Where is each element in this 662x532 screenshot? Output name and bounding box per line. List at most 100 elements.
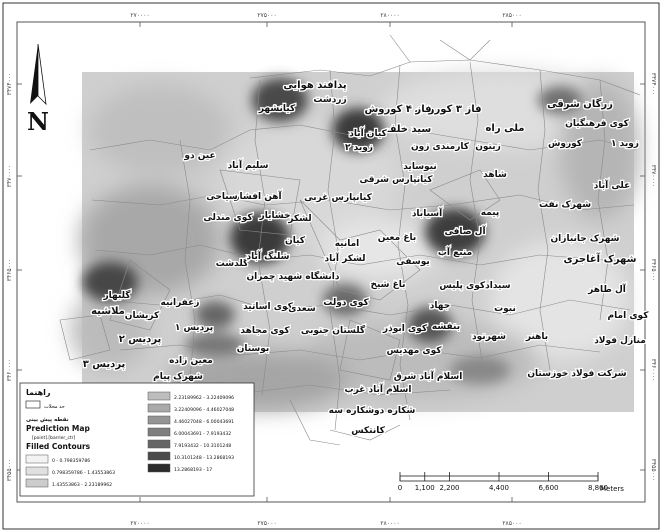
legend-class-swatch [147, 427, 171, 437]
legend-class-range: 4.46027048 - 6.00043691 [174, 419, 234, 425]
scale-tick-label: 4,400 [489, 484, 509, 492]
place-label: ملاشیه [91, 306, 125, 317]
bottom-tick-label: ۲۷۰۰۰۰ [130, 520, 149, 527]
legend-class-range: 0 - 0.798359786 [52, 458, 90, 464]
legend-classes: 0 - 0.798359786 0.798359786 - 1.43553863 1… [25, 391, 234, 488]
place-label: خشایار [259, 211, 291, 221]
place-label: سیاحی [206, 192, 238, 202]
legend-class-range: 2.23189962 - 3.22409096 [174, 395, 234, 401]
place-label: کیان [285, 236, 306, 246]
bottom-tick-label: ۲۸۰۰۰۰ [380, 520, 399, 527]
place-label: کیانپارس غربی [304, 193, 372, 203]
legend-box [19, 382, 255, 497]
place-label: کوی دولت [323, 298, 369, 308]
place-label: کیان آباد [349, 127, 387, 139]
place-label: کوی امام [608, 311, 650, 321]
scale-tick-label: 1,100 [415, 484, 435, 492]
place-label: کوی اساتید [243, 302, 294, 312]
place-label: جهاد [430, 301, 450, 311]
place-label: گلستان جنوبی [301, 324, 366, 336]
place-label: علی آباد [594, 179, 631, 191]
scale-tick-label: 2,200 [439, 484, 459, 492]
place-label: ملی راه [486, 123, 525, 134]
place-label: شهرک آغاجری [564, 252, 637, 265]
place-label: یوسفی [396, 257, 429, 267]
place-label: کریشان [125, 311, 160, 321]
place-label: زعفرانیه [160, 298, 199, 308]
place-label: نیوساید [403, 162, 437, 172]
place-label: دانشگاه شهید چمران [247, 270, 340, 282]
legend-class-range: 3.22409096 - 4.46027048 [174, 407, 234, 413]
place-label: سعدی [288, 304, 316, 314]
place-label: لشکر آباد [325, 252, 366, 264]
place-label: کوی مجاهد [240, 326, 290, 336]
left-tick-label: ۳۴۵۵۰۰۰ [6, 459, 13, 482]
place-label: سیدادکوی پلیس [439, 281, 510, 291]
place-label: شهرک پیام [153, 372, 203, 382]
left-tick-label: ۳۴۶۵۰۰۰ [6, 259, 13, 282]
legend-class-range: 0.798359786 - 1.43553863 [52, 470, 115, 476]
place-label: کوی ابوذر [382, 324, 428, 334]
place-label: سید خلف [385, 124, 432, 135]
legend-class-range: 13.2868193 - 17 [174, 467, 212, 473]
place-label: فاز ۴ کوروش [365, 104, 432, 115]
legend-class-range: 7.9193432 - 10.3101248 [174, 443, 231, 449]
legend-class-swatch [147, 463, 171, 473]
scale-tick-label: 8,800 [588, 484, 608, 492]
legend-title: راهنما [26, 388, 51, 397]
place-label: کارمندی زون [411, 142, 470, 152]
legend-class-swatch [147, 403, 171, 413]
place-label: گلبهار [102, 289, 131, 301]
place-label: منبع آب [438, 246, 472, 258]
right-tick-label: ۳۴۵۵۰۰۰ [650, 459, 657, 482]
place-label: آل طاهر [587, 283, 627, 295]
filled-contours-label: Filled Contours [26, 442, 91, 451]
legend-class-range: 6.00043691 - 7.9193432 [174, 431, 231, 437]
place-label: زرگان شرقی [547, 97, 613, 110]
place-label: پیمه [481, 208, 500, 218]
top-tick-label: ۲۸۰۰۰۰ [380, 12, 399, 19]
place-label: زیتون [475, 142, 501, 152]
place-label: کوی مندلی [203, 213, 253, 223]
top-tick-label: ۲۷۰۰۰۰ [130, 12, 149, 19]
place-label: گلدشت [216, 257, 249, 269]
boundary-label: حد محلات [44, 404, 65, 410]
right-tick-label: ۳۴۷۴۰۰۰ [650, 73, 657, 96]
place-label: منازل فولاد [594, 336, 646, 346]
place-label: کوی فرهنگیان [565, 117, 629, 129]
place-label: باهنر [525, 332, 548, 342]
place-label: کوروش [548, 139, 583, 149]
prediction-sub-label: [point].[barrier_ctr] [32, 435, 76, 441]
right-tick-label: ۳۴۷۰۰۰۰ [650, 165, 657, 188]
legend-class-range: 1.43553863 - 2.23189962 [52, 482, 112, 488]
coordinate-ticks: ۲۷۰۰۰۰ ۲۷۵۰۰۰ ۲۸۰۰۰۰ ۲۸۵۰۰۰ ۲۷۰۰۰۰ ۲۷۵۰۰… [6, 12, 657, 527]
place-label: زوید ۱ [611, 139, 639, 149]
place-label: پردیس ۱ [175, 323, 213, 333]
place-label: شهرک نفت [539, 200, 591, 210]
top-tick-label: ۲۸۵۰۰۰ [502, 12, 521, 19]
legend-class-swatch [147, 415, 171, 425]
right-tick-label: ۳۴۶۵۰۰۰ [650, 259, 657, 282]
points-label: نقطه پیش بینی [26, 417, 69, 423]
top-tick-label: ۲۷۵۰۰۰ [257, 12, 276, 19]
place-label: معین زاده [169, 356, 213, 366]
left-tick-label: ۳۴۷۴۰۰۰ [6, 73, 13, 96]
right-tick-label: ۳۴۶۰۰۰۰ [650, 359, 657, 382]
place-label: لشکر [287, 214, 311, 224]
place-label: شهرک جانبازان [551, 234, 620, 244]
place-label: فاز ۳ کوروش [415, 104, 482, 115]
scale-unit: Meters [600, 485, 624, 493]
place-label: بنفشه [432, 322, 460, 332]
north-arrow-letter: N [27, 107, 49, 136]
place-label: باغ شیخ [370, 280, 405, 290]
bottom-tick-label: ۲۷۵۰۰۰ [257, 520, 276, 527]
place-label: زوید ۲ [345, 143, 373, 153]
place-label: اسلام آباد شرق [394, 370, 463, 382]
legend-class-swatch [147, 451, 171, 461]
place-label: شهرنود [472, 332, 506, 342]
scale-tick-label: 0 [398, 484, 402, 492]
place-label: عین دو [183, 151, 215, 161]
